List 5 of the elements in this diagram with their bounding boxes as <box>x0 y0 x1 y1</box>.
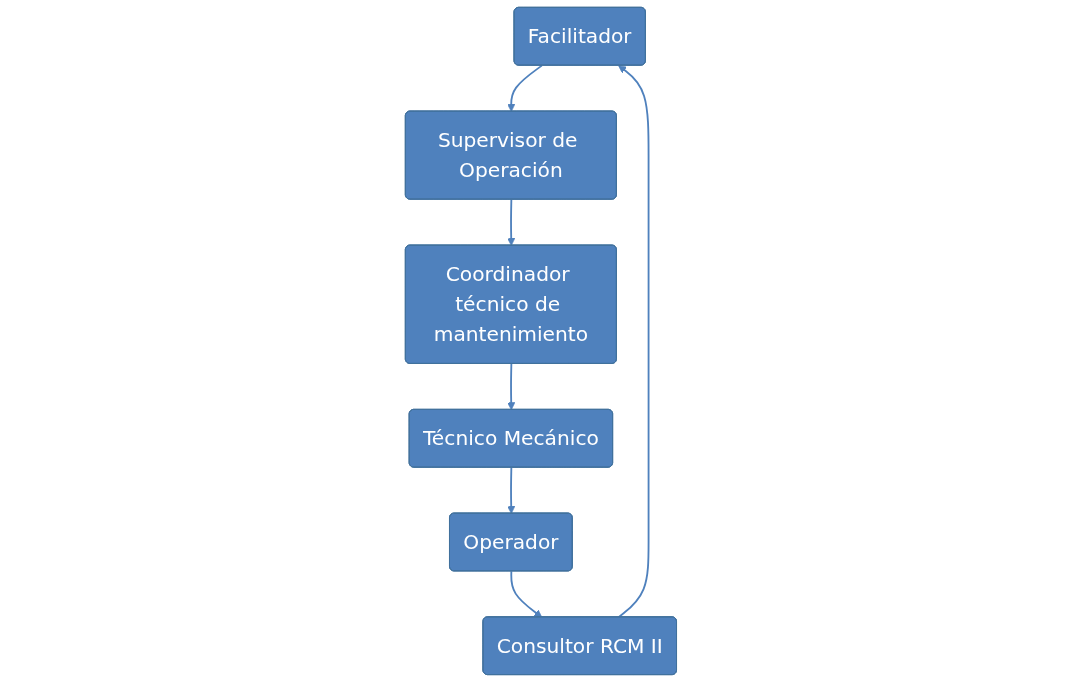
arrow <box>510 570 543 618</box>
arrow <box>507 363 516 411</box>
arrow <box>507 198 516 246</box>
arrow <box>507 466 516 514</box>
arrow <box>507 64 543 112</box>
